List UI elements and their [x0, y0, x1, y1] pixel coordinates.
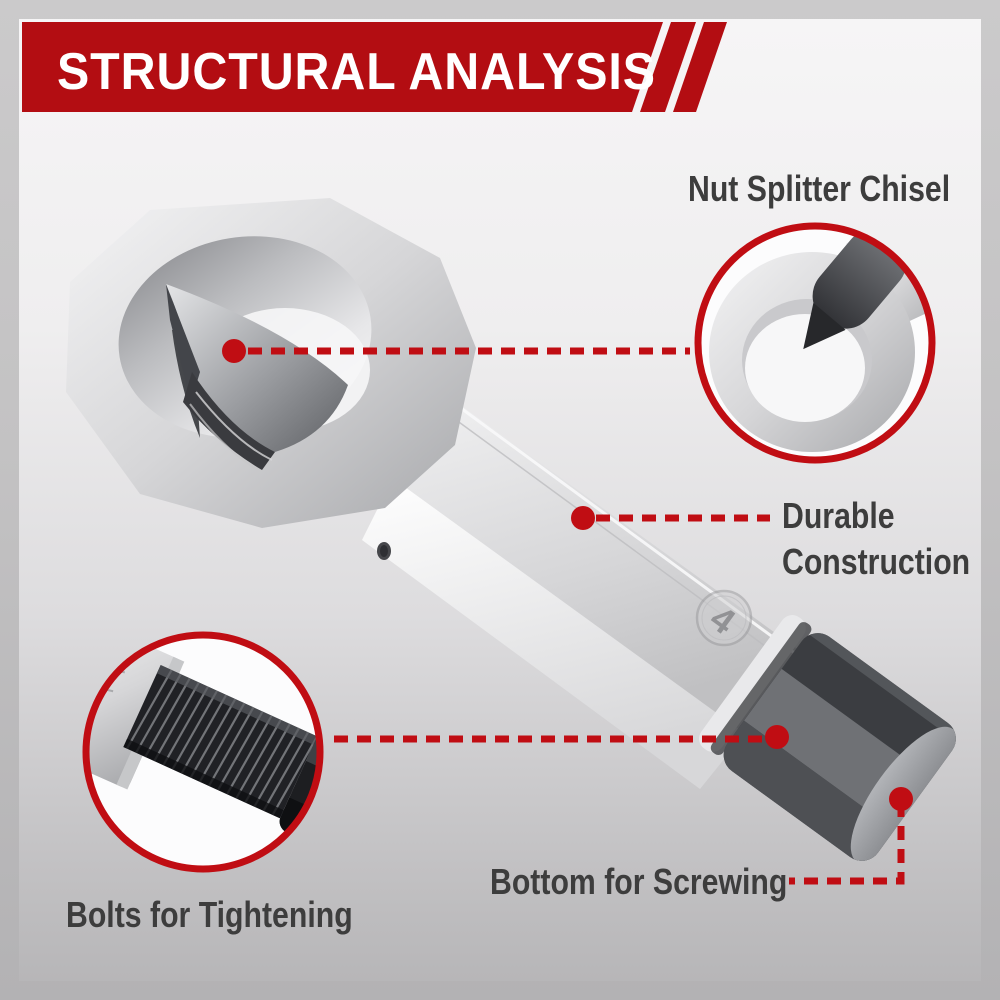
callout-dot-screwing [889, 787, 913, 811]
nut-splitter-tool: 4 [66, 198, 964, 869]
magnifier-ring-right [694, 222, 936, 464]
title-banner [22, 22, 727, 112]
label-durable-construction: Durable Construction [782, 495, 971, 582]
number-stamp: 4 [695, 589, 753, 647]
magnifier-ring-left [82, 631, 324, 873]
callout-dot-durable [571, 506, 595, 530]
banner-stripe-1 [640, 22, 696, 112]
splitter-chisel [166, 284, 348, 471]
label-bottom-for-screwing: Bottom for Screwing [490, 861, 788, 902]
magnified-chisel-view [694, 222, 936, 464]
banner-shape [22, 22, 663, 112]
callout-dots [222, 339, 913, 811]
callout-dot-chisel [222, 339, 246, 363]
label-bolts-for-tightening: Bolts for Tightening [66, 894, 353, 935]
leader-line-screwing [789, 803, 905, 885]
magnified-bolt-view [82, 631, 324, 873]
hex-bottom [715, 625, 964, 869]
leader-lines [248, 347, 905, 885]
callout-dot-bolts [765, 725, 789, 749]
label-nut-splitter-chisel: Nut Splitter Chisel [688, 168, 951, 209]
ring-head [66, 198, 476, 528]
banner-stripe-2 [673, 22, 727, 112]
page-title: STRUCTURAL ANALYSIS [57, 43, 656, 101]
tool-body: 4 [362, 399, 812, 789]
